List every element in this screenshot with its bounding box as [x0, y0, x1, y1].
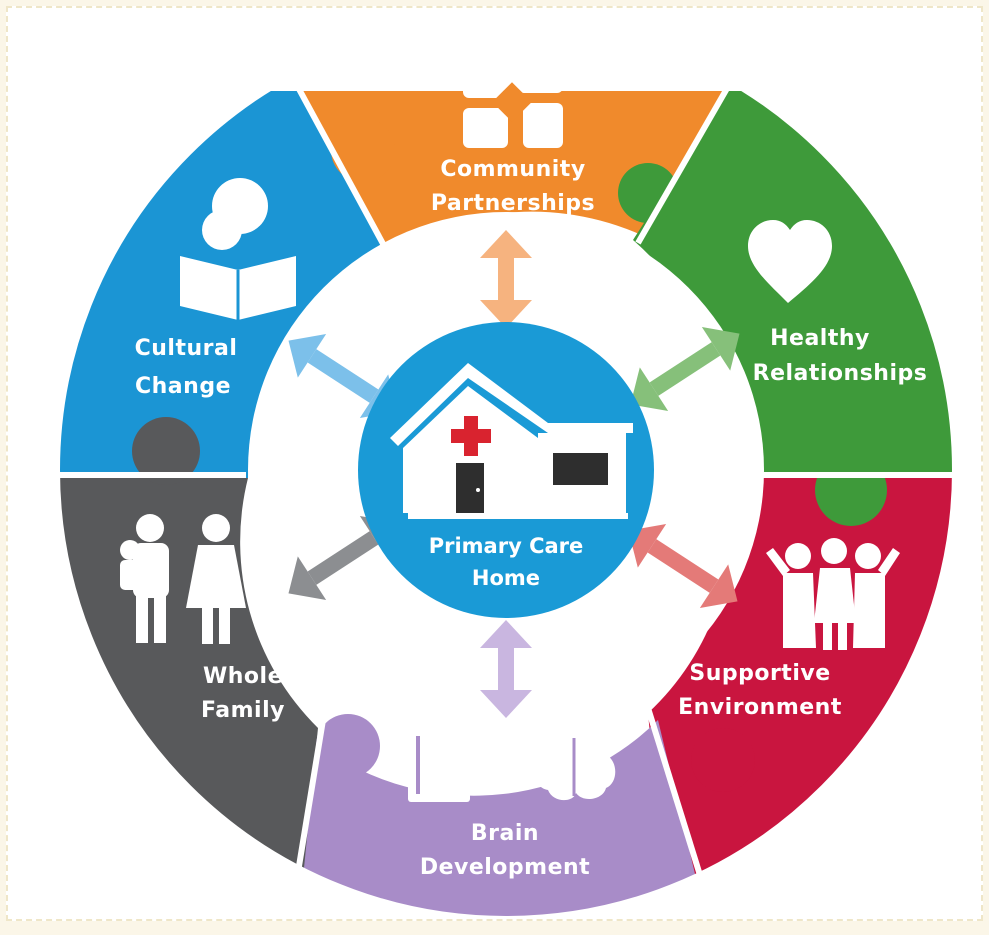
label-healthy-line2: Relationships — [753, 361, 928, 386]
reading-people-icon — [180, 178, 296, 320]
center-label-line1: Primary Care — [429, 534, 584, 558]
label-cultural-line2: Change — [135, 374, 231, 399]
arrow-community — [480, 230, 532, 328]
house-icon — [390, 363, 633, 519]
diagram-frame: Primary Care Home — [6, 6, 983, 921]
care-wheel-diagram: Primary Care Home — [58, 22, 954, 918]
label-family-line1: Whole — [203, 664, 283, 689]
label-family-line2: Family — [201, 698, 285, 723]
family-icon — [120, 514, 246, 644]
label-brain-line1: Brain — [471, 821, 539, 846]
group-of-people-icon — [766, 538, 900, 650]
heart-icon — [748, 220, 832, 303]
label-brain-line2: Development — [420, 855, 590, 880]
label-supportive-line2: Environment — [678, 695, 842, 720]
label-healthy-line1: Healthy — [770, 326, 870, 351]
label-community-line2: Partnerships — [431, 191, 595, 216]
arrow-healthy — [630, 327, 740, 411]
label-supportive-line1: Supportive — [689, 661, 830, 686]
label-cultural-line1: Cultural — [135, 336, 238, 361]
arrow-brain — [480, 620, 532, 718]
label-community-line1: Community — [440, 157, 585, 182]
center-label-line2: Home — [472, 566, 540, 590]
book-plus-brain-icon — [408, 725, 616, 802]
hands-together-icon — [463, 53, 563, 148]
